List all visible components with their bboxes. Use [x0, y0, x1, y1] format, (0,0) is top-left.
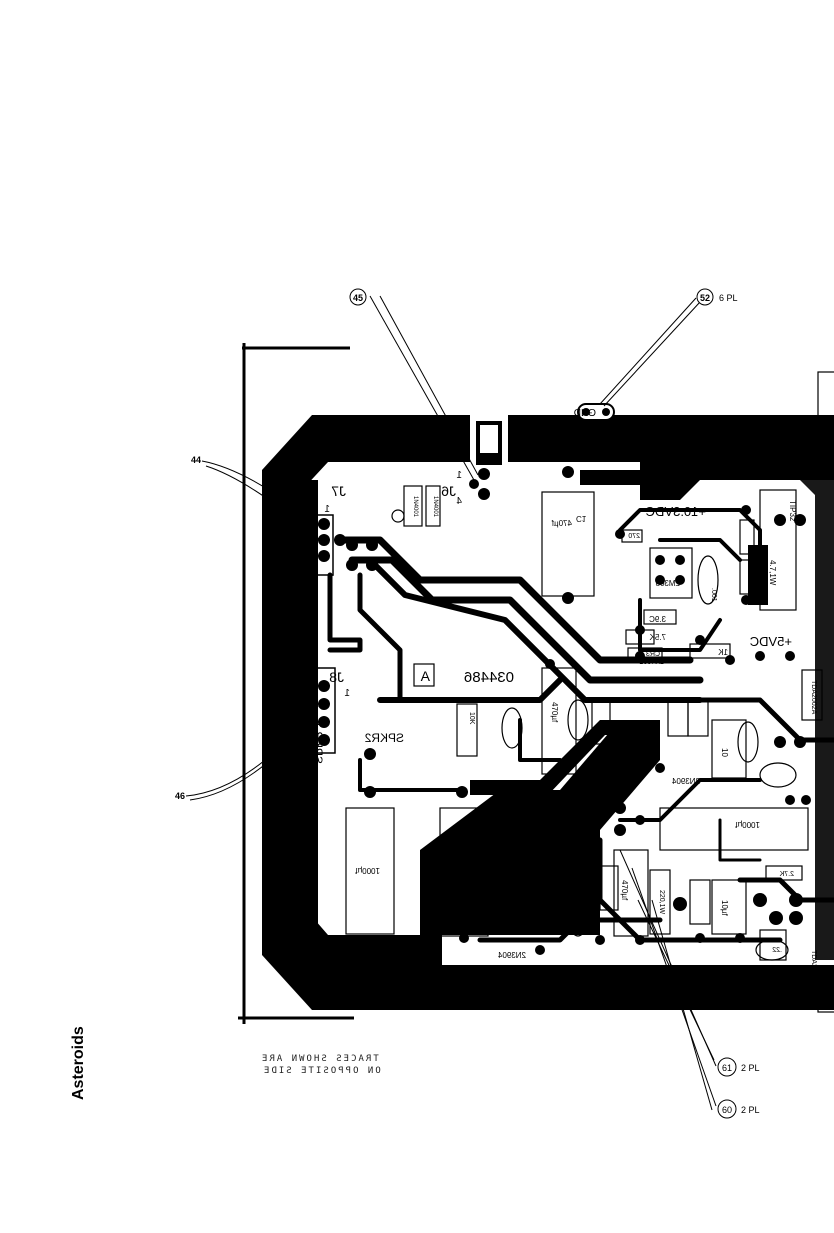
r1-value: 270: [628, 533, 640, 540]
callout-52-num: 52: [700, 293, 710, 303]
q4-value: TDA2002A: [810, 680, 817, 715]
c13-outline: [659, 807, 809, 851]
callout-46-num: 46: [175, 791, 185, 801]
j8-label: J8: [329, 669, 344, 685]
r23-value: 2.7K: [779, 871, 794, 878]
c12-value: 470µf: [620, 880, 629, 901]
callout-leaders: [185, 295, 717, 1111]
c1-label: C1: [576, 514, 587, 523]
note-line-1: TRACES SHOWN ARE: [260, 1054, 379, 1064]
c13-value: 1000µf: [735, 820, 760, 829]
c2-value: .001: [710, 588, 717, 602]
callout-52: 52 6 PL: [696, 288, 738, 306]
c15-value: 10µf: [720, 900, 729, 917]
callout-46: 46: [175, 791, 185, 801]
r7-value: 7.5K: [649, 633, 666, 642]
j7-label: J7: [331, 483, 346, 499]
j6-pin1: 1: [456, 470, 462, 481]
j8-pin1: 1: [344, 688, 350, 699]
c4-value: 470µf: [550, 702, 559, 723]
c15-outline: [711, 879, 747, 935]
traces: [327, 508, 834, 943]
cr3-label: CR3: [646, 651, 660, 658]
callout-44-num: 44: [191, 455, 201, 465]
callout-60: 60 2 PL: [717, 1099, 760, 1119]
callout-61-num: 61: [722, 1063, 732, 1073]
q2-value: TIP32: [788, 500, 797, 522]
side-title: Asteroids: [70, 1026, 87, 1100]
q1-value: LM305: [655, 579, 680, 588]
v5-label: +5VDC: [750, 634, 792, 649]
c6-outline: [711, 719, 747, 779]
gnd-top-label: GND: [574, 408, 596, 419]
spkr2-label: SPKR2: [364, 731, 404, 745]
j7-pin4: 4: [312, 550, 318, 561]
c2-outline: [697, 555, 719, 605]
r6-value: 3.9C: [649, 615, 666, 624]
callout-61: 61 2 PL: [717, 1057, 760, 1077]
j7-pin7: 7: [328, 574, 334, 585]
callout-52-suffix: 6 PL: [719, 293, 738, 303]
c6-value: 10: [720, 748, 729, 757]
v10-label: +10.3VDC: [646, 504, 706, 519]
q1-outline: [649, 547, 693, 599]
q3-value: 2N3904: [671, 777, 700, 786]
c17-value: .22: [772, 947, 782, 954]
callout-60-num: 60: [722, 1105, 732, 1115]
callout-45: 45: [349, 288, 367, 306]
cr1-value: 1N4001: [412, 496, 418, 518]
c1-value: 470µf: [551, 519, 572, 528]
callout-44: 44: [191, 455, 201, 465]
r21-value: 220,1W: [658, 890, 665, 915]
c7-outline: [737, 721, 759, 763]
r9-value: 10K: [468, 712, 475, 725]
cr3-value: 1N4001: [639, 659, 664, 666]
r8-value: 1K: [718, 648, 728, 657]
callout-61-suffix: 2 PL: [741, 1063, 760, 1073]
r5-value: 4.7,1W: [768, 560, 777, 586]
cr2-value: 1N4001: [432, 496, 438, 518]
c12-outline: [613, 849, 649, 937]
c4-outline: [541, 667, 577, 775]
q6-value: 2N3904: [497, 951, 526, 960]
gnd-bottom-label: GND: [385, 935, 412, 949]
c9-outline: [345, 807, 395, 935]
callout-45-num: 45: [353, 293, 363, 303]
board-rev: A: [420, 668, 430, 684]
j6-label: J6: [441, 483, 456, 499]
c9-value: 1000µf: [355, 866, 380, 875]
pads: [318, 466, 811, 963]
spkr1-label: SPKR 1: [311, 721, 325, 764]
gnd-pad-top: [577, 403, 615, 421]
c8-outline: [759, 762, 797, 788]
j7-pin1: 1: [324, 504, 330, 515]
j6-pin4: 4: [456, 496, 462, 507]
part-number: 034486: [464, 669, 514, 686]
r5-outline: [759, 489, 797, 611]
c10-value: 1000µf: [451, 876, 476, 885]
component-outlines: [345, 485, 823, 961]
silkscreen-mirrored: GND J7 1 4 7 J6 1 4 J8 1 +10.3VDC +5VDC …: [311, 408, 817, 985]
callout-60-suffix: 2 PL: [741, 1105, 760, 1115]
note-line-2: ON OPPOSITE SIDE: [262, 1066, 381, 1076]
q7-value: TDA2002A: [810, 950, 817, 985]
